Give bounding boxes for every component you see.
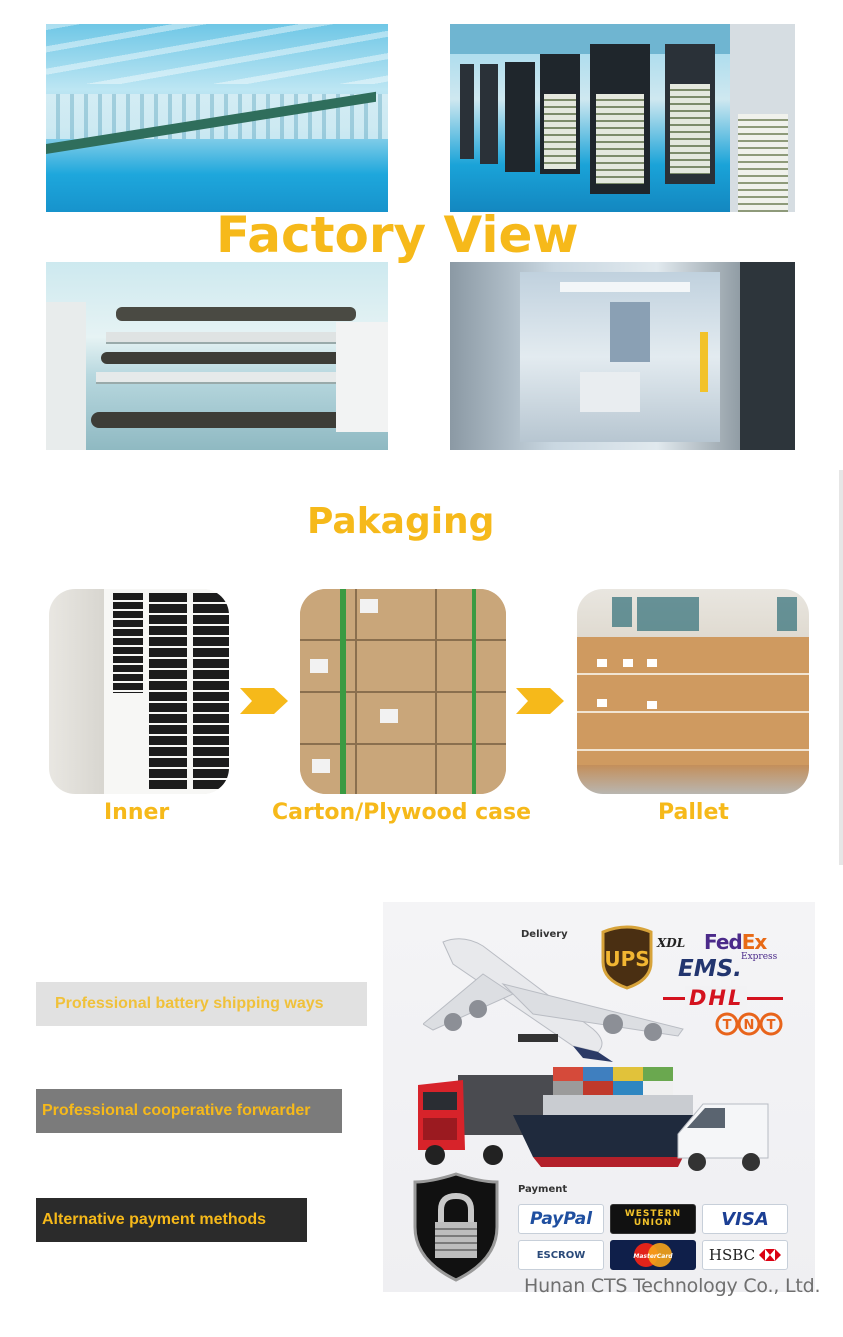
feature-banner-forwarder: Professional cooperative forwarder	[36, 1089, 342, 1133]
feature-label: Professional battery shipping ways	[55, 995, 324, 1012]
paypal-logo: PayPal	[518, 1204, 604, 1234]
xdl-logo: XDL	[657, 936, 686, 950]
fedex-logo: FedEx	[704, 930, 767, 954]
packaging-photo-inner	[49, 589, 229, 794]
chevron-right-icon	[516, 688, 564, 714]
factory-photo-assembly-machine	[450, 262, 795, 450]
svg-text:T: T	[723, 1018, 732, 1033]
mastercard-icon: MasterCard	[633, 1243, 673, 1267]
factory-photo-testing-cabinets	[450, 24, 795, 212]
logistics-panel: Delivery UPS XDL FedEx Express EMS. DHL …	[383, 902, 815, 1292]
factory-photo-coating-machine	[46, 262, 388, 450]
company-name: Hunan CTS Technology Co., Ltd.	[524, 1275, 821, 1297]
factory-photo-clean-room	[46, 24, 388, 212]
scrollbar[interactable]	[839, 470, 843, 865]
airplane-icon	[423, 938, 684, 1062]
mastercard-logo: MasterCard	[610, 1240, 696, 1270]
delivery-label: Delivery	[521, 929, 568, 940]
hsbc-text: HSBC	[708, 1246, 756, 1264]
packaging-title: Pakaging	[307, 501, 495, 542]
security-shield-lock-icon	[413, 1172, 499, 1282]
packaging-step-carton: Carton/Plywood case	[272, 800, 532, 825]
feature-banner-payment: Alternative payment methods	[36, 1198, 307, 1242]
ups-text: UPS	[604, 947, 649, 971]
feature-label: Professional cooperative forwarder	[42, 1102, 311, 1119]
ups-logo-icon: UPS	[601, 925, 653, 990]
svg-text:T: T	[767, 1018, 776, 1033]
fedex-express-label: Express	[741, 952, 778, 962]
truck-icon	[418, 1075, 558, 1165]
packaging-photo-pallet	[577, 589, 809, 794]
feature-banner-shipping: Professional battery shipping ways	[36, 982, 367, 1026]
svg-text:MasterCard: MasterCard	[633, 1253, 673, 1260]
tnt-logo-icon: T N T	[715, 1012, 783, 1036]
packaging-photo-carton	[300, 589, 506, 794]
cargo-ship-icon	[513, 1067, 703, 1167]
western-union-logo: WESTERN UNION	[610, 1204, 696, 1234]
dhl-logo: DHL	[663, 986, 783, 1010]
chevron-right-icon	[240, 688, 288, 714]
packaging-step-pallet: Pallet	[658, 800, 729, 825]
factory-view-title: Factory View	[216, 206, 579, 264]
ems-logo: EMS.	[678, 956, 742, 982]
svg-text:N: N	[744, 1018, 755, 1033]
visa-logo: VISA	[702, 1204, 788, 1234]
hsbc-hexagon-icon	[759, 1249, 782, 1261]
van-icon	[677, 1103, 769, 1171]
escrow-logo: ESCROW	[518, 1240, 604, 1270]
packaging-step-inner: Inner	[104, 800, 170, 825]
hsbc-logo: HSBC	[702, 1240, 788, 1270]
feature-label: Alternative payment methods	[42, 1211, 267, 1228]
payment-label: Payment	[518, 1184, 568, 1195]
